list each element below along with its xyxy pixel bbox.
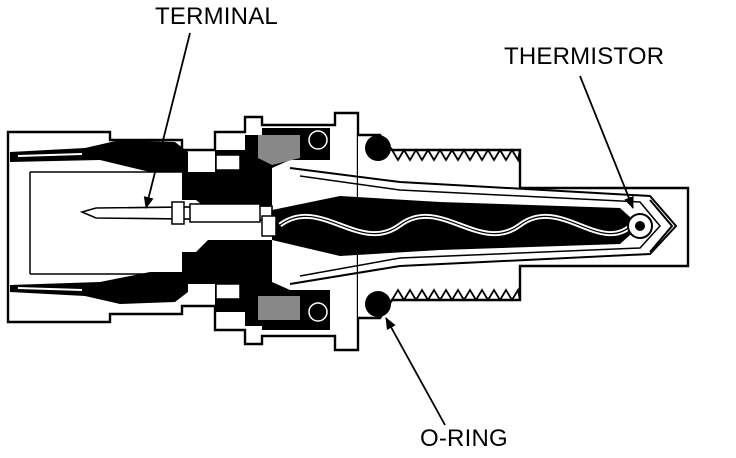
- probe-housing: [272, 133, 690, 320]
- o-ring-leader-arrow: [385, 317, 446, 426]
- potting-body: [182, 128, 330, 330]
- terminal-label: TERMINAL: [155, 3, 278, 30]
- o-ring: [365, 135, 391, 317]
- terminal-leader-arrow: [143, 32, 191, 209]
- o-ring-label: O-RING: [420, 425, 508, 452]
- terminal-pin: [79, 201, 277, 237]
- thermistor-leader-arrow: [579, 75, 634, 209]
- thermistor-label: THERMISTOR: [504, 43, 665, 70]
- thermistor-element: [627, 213, 653, 239]
